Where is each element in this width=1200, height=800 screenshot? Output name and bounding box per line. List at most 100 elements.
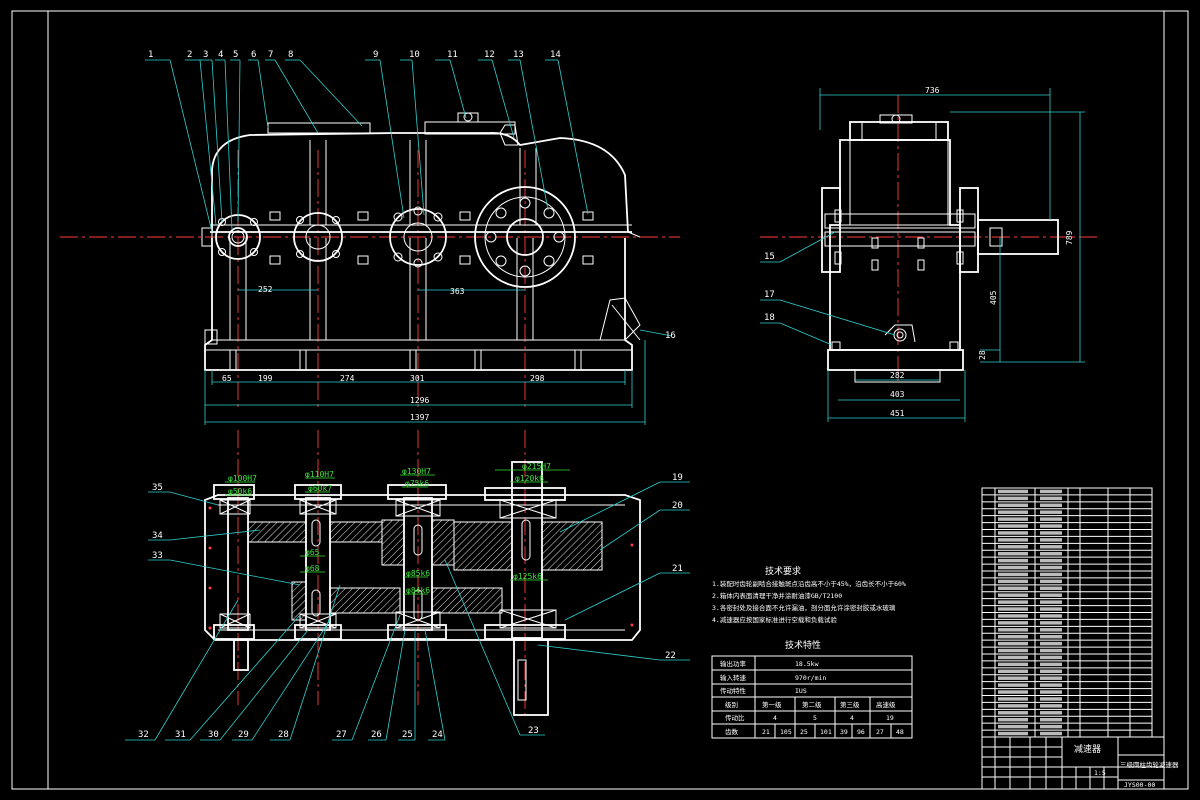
bom-cell-code (998, 607, 1028, 611)
side-view (760, 95, 1100, 385)
dim-28: 28 (978, 350, 987, 360)
bom-cell-code (998, 579, 1028, 584)
dim-1296: 1296 (410, 396, 429, 405)
bom-cell-code (998, 662, 1028, 667)
part-34: 34 (152, 531, 163, 541)
part-20: 20 (672, 501, 683, 511)
dim-789: 789 (1065, 230, 1074, 245)
bom-cell-name (1040, 634, 1062, 639)
bom-cell-name (1040, 503, 1062, 508)
title-block-name: 减速器 (1074, 743, 1101, 755)
dim-65: 65 (222, 374, 232, 383)
bom-cell-code (998, 586, 1028, 591)
bom-cell-name (1040, 690, 1062, 694)
bom-cell-code (998, 517, 1028, 521)
spec-teeth-8: 48 (896, 728, 904, 736)
bom-cell-code (998, 489, 1028, 494)
bom-cell-code (998, 676, 1028, 680)
bom-cell-code (998, 634, 1028, 639)
bom-cell-code (998, 510, 1028, 514)
bom-cell-code (998, 565, 1028, 570)
spec-teeth-5: 39 (840, 728, 848, 736)
bom-cell-name (1040, 586, 1062, 591)
dim-252: 252 (258, 285, 273, 294)
fit-68: φ68 (305, 564, 320, 573)
bom-cell-code (998, 531, 1028, 535)
fit-215h7: φ215H7 (522, 462, 551, 471)
part-15: 15 (764, 252, 775, 262)
bom-cell-name (1040, 545, 1062, 549)
bom-cell-name (1040, 551, 1062, 556)
spec-title: 技术特性 (785, 639, 821, 651)
part-30: 30 (208, 730, 219, 740)
spec-teeth-3: 25 (800, 728, 808, 736)
bom-cell-code (998, 572, 1028, 577)
spec-teeth-2: 105 (780, 728, 792, 736)
bom-cell-name (1040, 593, 1062, 597)
spec-table-grid (711, 655, 913, 739)
bom-cell-name (1040, 600, 1062, 604)
fit-50k6: φ50k6 (228, 487, 252, 496)
bom-cell-name (1040, 676, 1062, 680)
part-35: 35 (152, 483, 163, 493)
dim-405: 405 (989, 290, 998, 305)
spec-row-1-value: 18.5kw (795, 660, 819, 668)
spec-row-2-value: 970r/min (795, 674, 826, 682)
spec-row-2-label: 输入转速 (720, 673, 747, 682)
bom-cell-code (998, 717, 1028, 722)
tech-req-line-3: 3.各密封处及接合面不允许漏油，剖分面允许涂密封胶或水玻璃 (712, 603, 896, 612)
bom-cell-code (998, 731, 1028, 736)
bom-cell-name (1040, 704, 1062, 708)
bom-cell-code (998, 690, 1028, 694)
tech-req-line-2: 2.箱体内表面清理干净并涂耐油漆GB/T2100 (712, 591, 842, 600)
dim-298: 298 (530, 374, 545, 383)
title-block (981, 736, 1165, 790)
bom-cell-code (998, 669, 1028, 674)
bom-cell-name (1040, 565, 1062, 570)
plan-section-view (204, 430, 641, 720)
bom-cell-name (1040, 510, 1062, 514)
bom-cell-code (998, 558, 1028, 563)
spec-ratio-2: 5 (813, 714, 817, 722)
part-13: 13 (513, 50, 524, 60)
spec-stage-h1: 第一级 (762, 700, 782, 709)
part-23: 23 (528, 726, 539, 736)
part-32: 32 (138, 730, 149, 740)
bom-cell-code (998, 683, 1028, 687)
bom-cell-code (998, 724, 1028, 729)
bom-cell-name (1040, 579, 1062, 584)
part-9: 9 (373, 50, 378, 60)
bom-cell-name (1040, 724, 1062, 729)
spec-row-3-value: IUS (795, 687, 807, 695)
spec-stage-h4: 高速级 (876, 700, 896, 709)
dim-199: 199 (258, 374, 273, 383)
bom-cell-code (998, 655, 1028, 660)
part-21: 21 (672, 564, 683, 574)
part-1: 1 (148, 50, 153, 60)
dim-363: 363 (450, 287, 465, 296)
bom-cell-name (1040, 648, 1062, 653)
bom-cell-name (1040, 662, 1062, 667)
dim-451: 451 (890, 409, 905, 418)
spec-teeth-1: 21 (762, 728, 770, 736)
bom-cell-name (1040, 731, 1062, 736)
spec-stage-h0: 级别 (725, 700, 738, 709)
bom-cell-name (1040, 711, 1062, 715)
part-24: 24 (432, 730, 443, 740)
bom-cell-code (998, 524, 1028, 528)
dim-274: 274 (340, 374, 355, 383)
front-view (60, 112, 680, 410)
bom-table (981, 487, 1153, 738)
bom-cell-code (998, 600, 1028, 604)
bom-cell-code (998, 628, 1028, 632)
fit-110h7: φ110H7 (305, 470, 334, 479)
spec-ratio-4: 19 (886, 714, 894, 722)
bom-cell-code (998, 704, 1028, 708)
part-22: 22 (665, 651, 676, 661)
part-25: 25 (402, 730, 413, 740)
fit-130h7: φ130H7 (402, 467, 431, 476)
spec-teeth-6: 96 (857, 728, 865, 736)
part-7: 7 (268, 50, 273, 60)
bom-cell-name (1040, 669, 1062, 674)
